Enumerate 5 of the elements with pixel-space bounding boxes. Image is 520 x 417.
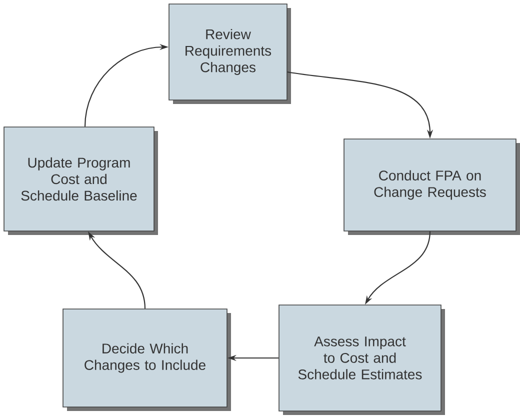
- process-box: Review Requirements Changes: [168, 4, 291, 104]
- process-box: Decide Which Changes to Include: [62, 308, 231, 411]
- process-box: Conduct FPA on Change Requests: [344, 138, 520, 235]
- process-box: Assess Impact to Cost and Schedule Estimates: [278, 304, 445, 415]
- process-box: Update Program Cost and Schedule Baseline: [4, 126, 158, 235]
